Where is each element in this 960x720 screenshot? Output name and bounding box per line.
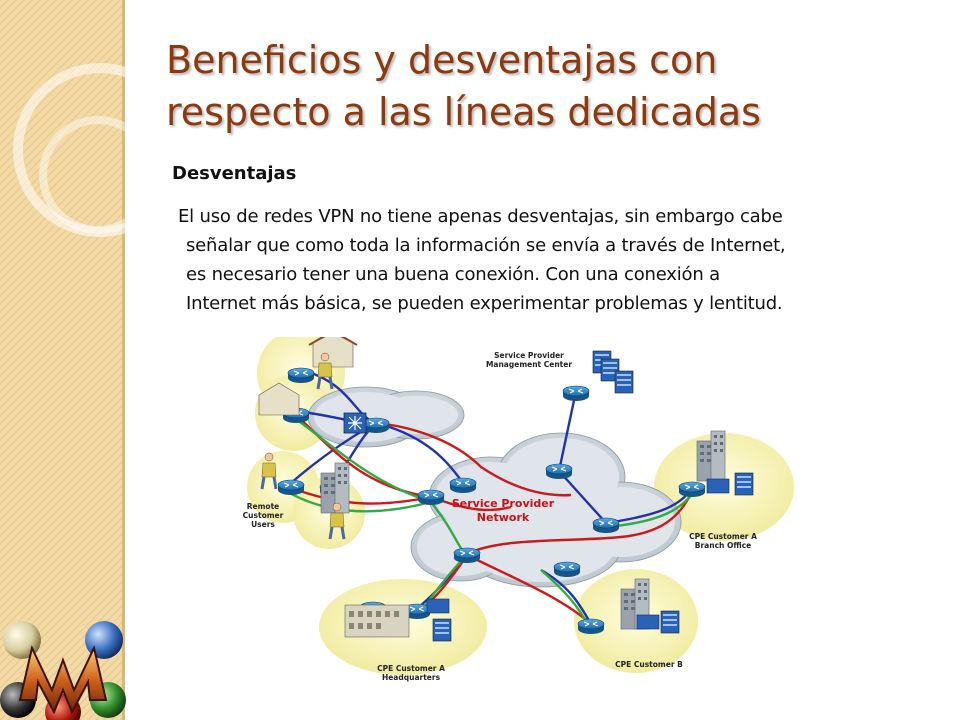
server-icon	[734, 472, 754, 496]
mtg-logo-icon	[0, 621, 126, 720]
server-icon	[614, 370, 634, 394]
router-icon	[449, 477, 477, 494]
switch-icon	[636, 614, 660, 630]
router-icon	[277, 479, 305, 496]
switch-icon	[343, 412, 367, 434]
body-line-3: es necesario tener una buena conexión. C…	[186, 264, 720, 285]
vpn-network-diagram: Service Provider Network Service Provide…	[241, 337, 811, 688]
router-icon	[592, 517, 620, 534]
router-icon	[453, 547, 481, 564]
router-icon	[553, 561, 581, 578]
slide-title: Beneficios y desventajas con respecto a …	[166, 34, 936, 138]
router-icon	[287, 367, 315, 384]
router-icon	[417, 489, 445, 506]
router-icon	[678, 481, 706, 498]
body-paragraph: El uso de redes VPN no tiene apenas desv…	[172, 202, 932, 318]
remote-label-2: Customer	[243, 511, 284, 520]
router-icon	[577, 618, 605, 635]
switch-icon	[706, 478, 730, 494]
network-label-1: Service Provider	[452, 497, 555, 510]
branch-label-1: CPE Customer A	[689, 532, 757, 541]
hq-label-1: CPE Customer A	[377, 664, 445, 673]
remote-label-3: Users	[251, 520, 275, 529]
body-line-4: Internet más básica, se pueden experimen…	[186, 293, 783, 314]
sidebar-decoration	[0, 0, 132, 720]
section-heading: Desventajas	[172, 163, 297, 184]
title-line-2: respecto a las líneas dedicadas	[166, 90, 761, 134]
diagram-labels: Service Provider Network Service Provide…	[243, 351, 757, 682]
network-label-2: Network	[477, 511, 530, 524]
hq-label-2: Headquarters	[382, 673, 441, 682]
mgmt-label-2: Management Center	[486, 360, 572, 369]
router-icon	[562, 385, 590, 402]
branch-office-site	[696, 430, 754, 496]
remote-users	[258, 337, 358, 541]
switch-icon	[426, 598, 450, 614]
body-line-2: señalar que como toda la información se …	[186, 235, 786, 256]
router-icon	[362, 417, 390, 434]
headquarters-site	[344, 598, 452, 642]
house-icon	[258, 382, 300, 416]
branch-label-2: Branch Office	[695, 541, 751, 550]
remote-label-1: Remote	[247, 502, 280, 511]
body-line-1: El uso de redes VPN no tiene apenas desv…	[178, 206, 783, 227]
house-icon	[308, 337, 358, 368]
building-icon	[344, 604, 410, 638]
customer-b-site	[620, 578, 680, 634]
router-icon	[545, 463, 573, 480]
customer-b-label: CPE Customer B	[615, 660, 683, 669]
mgmt-label-1: Service Provider	[494, 351, 564, 360]
title-line-1: Beneficios y desventajas con	[166, 38, 718, 82]
server-icon	[432, 618, 452, 642]
server-icon	[660, 610, 680, 634]
